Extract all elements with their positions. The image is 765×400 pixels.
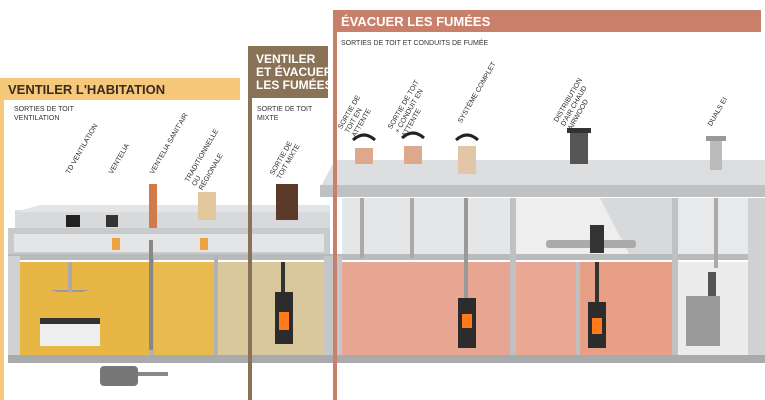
section-ventiler-subtitle-2: VENTILATION xyxy=(14,115,60,122)
section-mixte-title-2: ET ÉVACUER xyxy=(256,65,333,79)
section-mixte-title-1: VENTILER xyxy=(256,52,316,66)
section-evacuer-title: ÉVACUER LES FUMÉES xyxy=(341,14,491,29)
section-mixte-subtitle-2: MIXTE xyxy=(257,115,279,122)
section-evacuer-line xyxy=(333,10,337,400)
section-ventiler-bar xyxy=(0,78,240,100)
section-ventiler-title: VENTILER L'HABITATION xyxy=(8,82,166,97)
section-evacuer-bar xyxy=(333,10,761,32)
section-ventiler-subtitle-1: SORTIES DE TOIT xyxy=(14,106,74,113)
section-mixte-bar xyxy=(248,46,328,98)
section-mixte-subtitle-1: SORTIE DE TOIT xyxy=(257,106,313,113)
section-mixte-title-3: LES FUMÉES xyxy=(256,78,333,92)
section-mixte-line xyxy=(248,46,252,400)
section-evacuer-subtitle: SORTIES DE TOIT ET CONDUITS DE FUMÉE xyxy=(341,40,489,47)
section-ventiler-line xyxy=(0,78,4,400)
